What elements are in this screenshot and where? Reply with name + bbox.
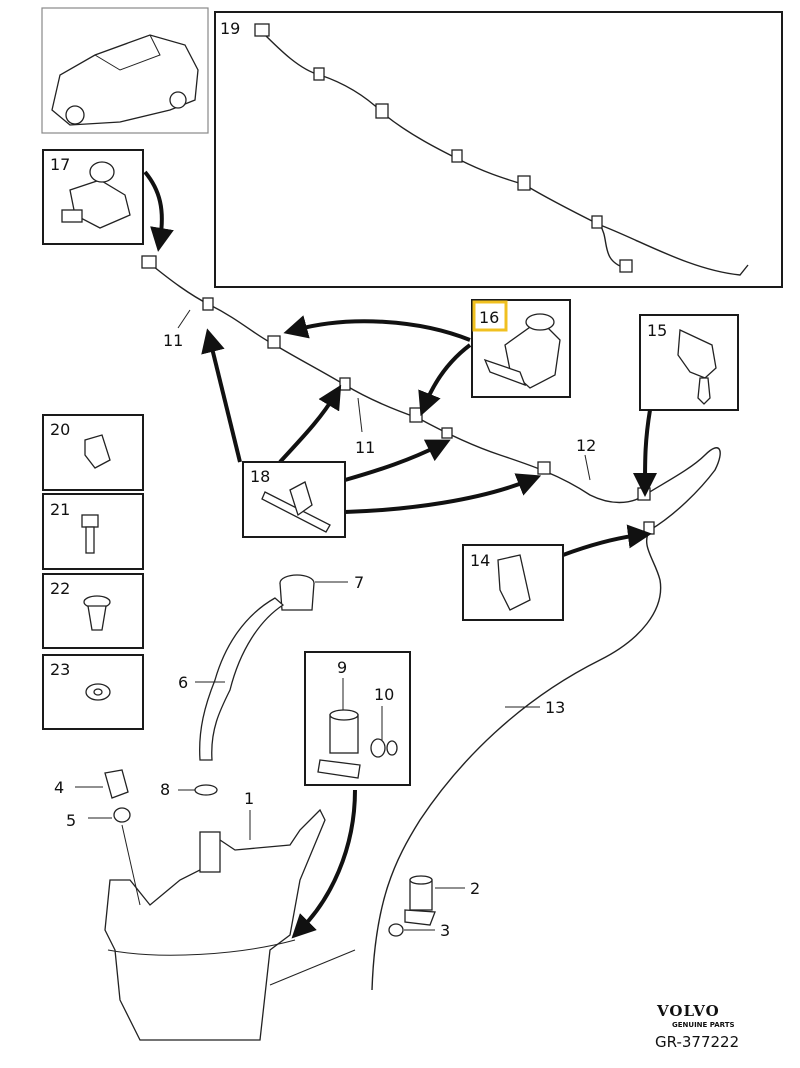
part-box-22[interactable]: 22 [42, 573, 144, 649]
hose-assembly: 11 11 12 13 [141, 255, 721, 991]
part-label-7: 7 [354, 573, 364, 592]
part-label-16: 16 [479, 308, 499, 327]
diagram-reference: GR-377222 [655, 1033, 739, 1051]
part-label-2: 2 [470, 879, 480, 898]
part-label-1: 1 [244, 789, 254, 808]
part-box-20[interactable]: 20 [42, 414, 144, 491]
part-box-14[interactable]: 14 [462, 524, 652, 621]
part-box-17[interactable]: 17 [42, 149, 174, 252]
part-box-18[interactable]: 18 [201, 328, 542, 538]
washer-reservoir: 1 4 5 [54, 769, 356, 1041]
part-label-17: 17 [50, 155, 70, 174]
part-label-15: 15 [647, 321, 667, 340]
brand-block: VOLVO GENUINE PARTS GR-377222 [655, 1002, 739, 1051]
part-box-21[interactable]: 21 [42, 493, 144, 570]
part-label-5: 5 [66, 811, 76, 830]
part-label-11b: 11 [355, 438, 375, 457]
part-label-3: 3 [440, 921, 450, 940]
volvo-logo: VOLVO [656, 1002, 720, 1020]
part-label-22: 22 [50, 579, 70, 598]
part-label-18: 18 [250, 467, 270, 486]
part-box-16[interactable]: 16 [283, 299, 571, 417]
part-label-6: 6 [178, 673, 188, 692]
highlight-frame [472, 300, 508, 332]
part-label-10: 10 [374, 685, 394, 704]
filler-neck: 7 6 8 [160, 573, 364, 799]
part-label-20: 20 [50, 420, 70, 439]
part-box-23[interactable]: 23 [42, 654, 144, 730]
part-box-9-10[interactable]: 9 10 [291, 651, 411, 939]
part-label-9: 9 [337, 658, 347, 677]
part-label-11a: 11 [163, 331, 183, 350]
part-label-8: 8 [160, 780, 170, 799]
genuine-parts-tagline: GENUINE PARTS [672, 1021, 735, 1029]
part-label-13: 13 [545, 698, 565, 717]
part-box-19[interactable]: 19 [214, 11, 783, 288]
part-label-4: 4 [54, 778, 64, 797]
part-label-12: 12 [576, 436, 596, 455]
part-label-14: 14 [470, 551, 490, 570]
part-box-15[interactable]: 15 [633, 314, 739, 497]
part-label-21: 21 [50, 500, 70, 519]
washer-pump: 2 3 [388, 875, 480, 940]
vehicle-thumbnail [41, 7, 209, 134]
part-label-19: 19 [220, 19, 240, 38]
part-label-23: 23 [50, 660, 70, 679]
